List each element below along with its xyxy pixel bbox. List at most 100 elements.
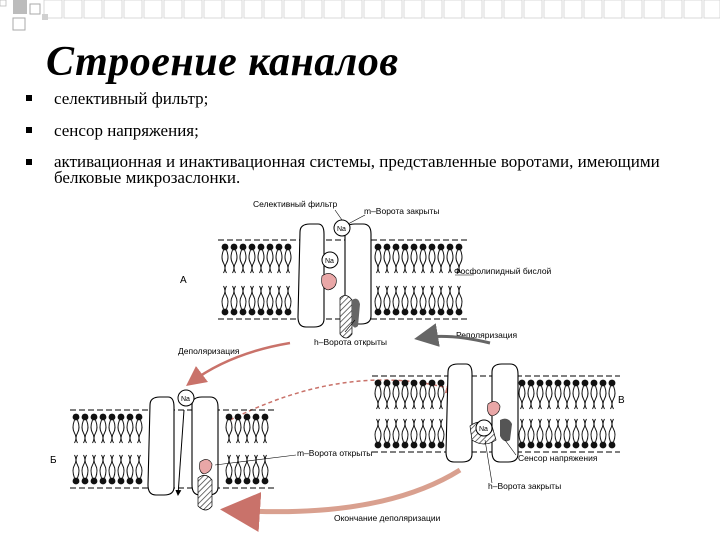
lipid-head (225, 413, 233, 421)
lipid-tail (422, 285, 427, 310)
lipid-tail (120, 419, 125, 444)
na-ion-a (321, 251, 339, 269)
lipid-tail (377, 249, 382, 274)
lipid-tail (99, 419, 104, 444)
lipid-tail (395, 285, 400, 310)
lipid-tail (440, 249, 445, 274)
lipid-tail (599, 385, 604, 410)
channel-protein-b (147, 396, 175, 496)
lipid-tail (404, 285, 409, 310)
membrane-a: Na Na А (180, 209, 472, 339)
lipid-tail (239, 249, 244, 274)
bullet-marker-icon (26, 127, 32, 133)
lipid-tail (437, 249, 442, 274)
lipid-head (230, 243, 238, 251)
lipid-tail (593, 385, 598, 410)
arrow-repolarization (414, 323, 491, 347)
lipid-tail (437, 418, 442, 443)
lipid-tail (590, 418, 595, 443)
lipid-tail (221, 285, 226, 310)
lipid-head (374, 308, 382, 316)
lipid-head (554, 379, 562, 387)
label-voltage-sensor: Сенсор напряжения (518, 453, 598, 463)
lipid-tail (135, 454, 140, 479)
lipid-tail (239, 285, 244, 310)
lipid-tail (419, 418, 424, 443)
lipid-tail (449, 285, 454, 310)
lipid-bilayer-a (221, 243, 463, 316)
lipid-head (563, 379, 571, 387)
lipid-tail (401, 249, 406, 274)
lipid-tail (392, 285, 397, 310)
lipid-tail (422, 385, 427, 410)
lipid-head (428, 441, 436, 449)
arrow-end-of-depolarization (220, 467, 462, 532)
label-depolarization: Деполяризация (178, 346, 240, 356)
lipid-tail (117, 454, 122, 479)
label-phospholipid-bilayer: Фосфолипидный бислой (454, 266, 552, 276)
lipid-head (419, 441, 427, 449)
lipid-head (126, 413, 134, 421)
lipid-tail (278, 285, 283, 310)
lipid-tail (431, 249, 436, 274)
lipid-tail (255, 419, 260, 444)
lipid-tail (431, 418, 436, 443)
lipid-tail (413, 418, 418, 443)
lipid-head (243, 413, 251, 421)
lipid-tail (383, 249, 388, 274)
lipid-head (437, 379, 445, 387)
lipid-tail (93, 419, 98, 444)
lipid-tail (266, 285, 271, 310)
lipid-tail (257, 249, 262, 274)
state-label-b: Б (50, 455, 57, 466)
label-m-gate-open: m–Ворота открыты (297, 448, 372, 458)
lipid-tail (72, 454, 77, 479)
lipid-tail (404, 418, 409, 443)
lipid-head (446, 243, 454, 251)
lipid-tail (243, 419, 248, 444)
lipid-tail (581, 385, 586, 410)
lipid-tail (419, 385, 424, 410)
lipid-tail (237, 454, 242, 479)
lipid-head (383, 243, 391, 251)
lipid-head (401, 308, 409, 316)
lipid-head (374, 379, 382, 387)
label-repolarization: Реполяризация (456, 330, 517, 340)
lipid-head (410, 379, 418, 387)
lipid-tail (243, 454, 248, 479)
lipid-head (135, 413, 143, 421)
lipid-tail (233, 285, 238, 310)
lipid-tail (608, 418, 613, 443)
lipid-head (518, 379, 526, 387)
lipid-tail (446, 249, 451, 274)
lipid-tail (117, 419, 122, 444)
lipid-tail (120, 454, 125, 479)
na-ion-v (475, 419, 493, 437)
lipid-head (572, 441, 580, 449)
lipid-tail (530, 418, 535, 443)
lipid-tail (545, 418, 550, 443)
channel-protein-v (445, 363, 473, 463)
lipid-head (126, 477, 134, 485)
voltage-sensor-v (500, 418, 512, 442)
label-m-gate-closed: m–Ворота закрыты (364, 206, 440, 216)
lipid-tail (138, 454, 143, 479)
lipid-tail (81, 454, 86, 479)
lipid-tail (521, 418, 526, 443)
lipid-head (243, 477, 251, 485)
h-gate-a-core (352, 298, 360, 328)
lipid-head (437, 308, 445, 316)
lipid-head (608, 441, 616, 449)
lipid-tail (521, 385, 526, 410)
lipid-head (599, 441, 607, 449)
lipid-head (428, 243, 436, 251)
lipid-tail (404, 249, 409, 274)
bullet-marker-icon (26, 159, 32, 165)
lipid-tail (374, 285, 379, 310)
lipid-tail (72, 419, 77, 444)
lipid-tail (224, 249, 229, 274)
lipid-tail (102, 419, 107, 444)
arrow-depolarization (185, 341, 291, 386)
lipid-tail (581, 418, 586, 443)
bullet-text: сенсор напряжения; (54, 121, 199, 140)
